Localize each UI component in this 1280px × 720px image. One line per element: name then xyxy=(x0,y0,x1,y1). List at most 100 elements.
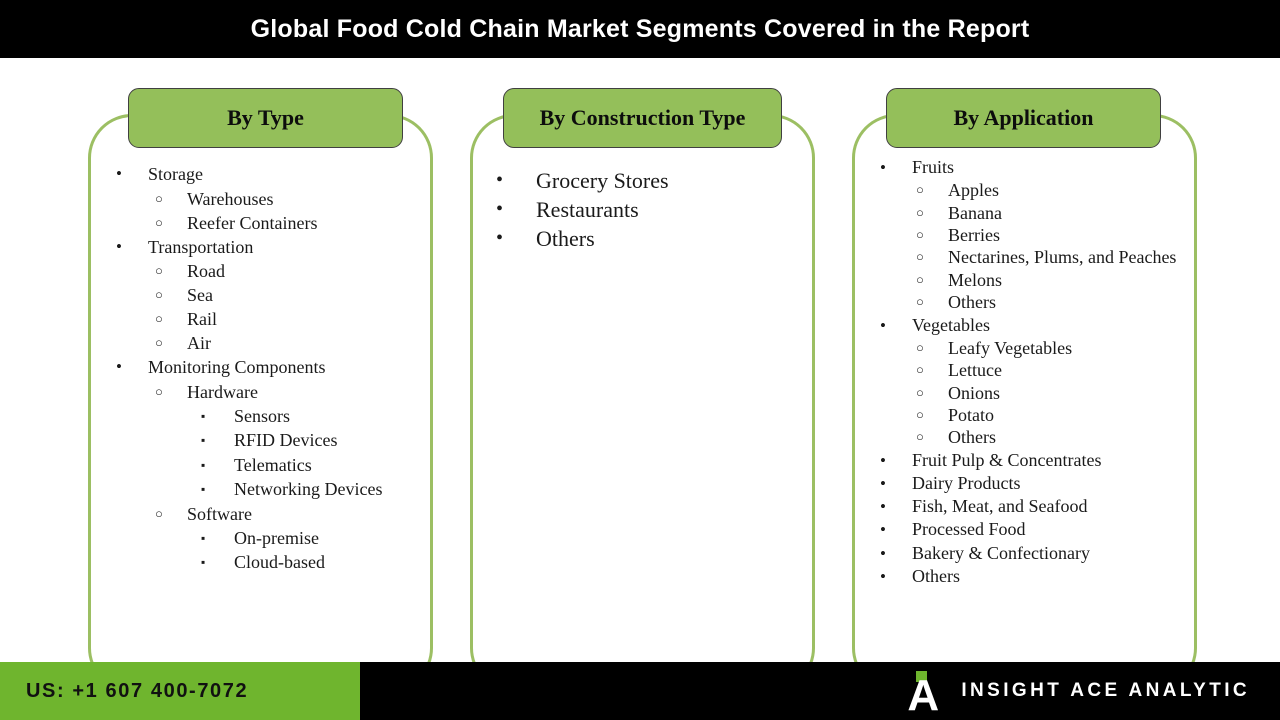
list-item: ○ Software xyxy=(105,502,425,526)
list-item: •Others xyxy=(488,224,808,253)
list-item-label: Banana xyxy=(948,202,1002,223)
list-item: ▪ Cloud-based xyxy=(105,550,425,575)
bullet-level-2-icon: ○ xyxy=(155,190,163,206)
list-item-label: Potato xyxy=(948,405,995,426)
list-item-label: Leafy Vegetables xyxy=(948,337,1073,358)
list-item: ○Others xyxy=(869,426,1194,448)
list-item-label: Air xyxy=(187,333,211,353)
list-item: ○Berries xyxy=(869,224,1194,246)
list-item-label: Storage xyxy=(148,164,203,184)
list-item: •Fruits xyxy=(869,156,1194,179)
list-item-label: Software xyxy=(187,503,252,524)
list-item-label: Fruits xyxy=(912,157,955,177)
list-item: •Fruit Pulp & Concentrates xyxy=(869,449,1194,472)
bullet-level-2-icon: ○ xyxy=(155,214,163,230)
bullet-level-2-icon: ○ xyxy=(916,429,924,445)
logo-green-square-icon xyxy=(916,671,928,682)
bullet-level-3-icon: ▪ xyxy=(201,408,206,423)
bullet-level-2-icon: ○ xyxy=(916,204,924,220)
bullet-level-2-icon: ○ xyxy=(916,182,924,198)
list-item-label: Cloud-based xyxy=(234,552,325,572)
list-item: •Dairy Products xyxy=(869,472,1194,495)
segment-header-label: By Construction Type xyxy=(539,105,746,130)
bullet-level-3-icon: ▪ xyxy=(201,433,206,447)
list-item: ○Onions xyxy=(869,382,1194,404)
list-item-label: Bakery & Confectionary xyxy=(912,542,1090,563)
list-item: ○Melons xyxy=(869,269,1194,291)
bullet-level-2-icon: ○ xyxy=(155,263,163,278)
bullet-level-2-icon: ○ xyxy=(155,505,163,521)
bullet-level-1-icon: • xyxy=(116,357,122,376)
segment-header-label: By Type xyxy=(227,105,304,130)
bullet-level-3-icon: ▪ xyxy=(201,457,206,472)
list-item: • Bakery & Confectionary xyxy=(869,542,1194,565)
list-item-label: Networking Devices xyxy=(234,479,383,499)
bullet-level-2-icon: ○ xyxy=(155,383,163,399)
list-item-label: Fish, Meat, and Seafood xyxy=(912,496,1088,517)
list-item-label: Rail xyxy=(187,309,217,329)
page-title: Global Food Cold Chain Market Segments C… xyxy=(250,14,1030,43)
bullet-level-1-icon: • xyxy=(880,450,886,470)
list-item: ○Hardware xyxy=(105,380,425,404)
bullet-level-1-icon: • xyxy=(880,543,886,563)
list-item: • Fish, Meat, and Seafood xyxy=(869,495,1194,518)
list-item-label: Vegetables xyxy=(912,314,990,335)
bullet-level-1-icon: • xyxy=(880,497,886,517)
brand-name-label: INSIGHT ACE ANALYTIC xyxy=(961,680,1250,701)
footer-phone-number[interactable]: US: +1 607 400-7072 xyxy=(26,679,249,702)
list-item: • Vegetables xyxy=(869,314,1194,337)
bullet-level-2-icon: ○ xyxy=(155,335,163,350)
bullet-level-1-icon: • xyxy=(880,315,886,335)
list-item: ▪On-premise xyxy=(105,526,425,551)
segment-list-by-application: •Fruits○Apples○Banana○Berries○Nectarines… xyxy=(869,156,1194,588)
bullet-level-2-icon: ○ xyxy=(155,311,163,326)
list-item-label: Monitoring Components xyxy=(148,357,326,377)
segment-header-by-type: By Type xyxy=(128,88,403,148)
bullet-level-2-icon: ○ xyxy=(916,339,924,355)
segment-header-label: By Application xyxy=(953,105,1094,130)
title-bar: Global Food Cold Chain Market Segments C… xyxy=(0,0,1280,58)
list-item-label: Melons xyxy=(948,269,1002,290)
bullet-level-2-icon: ○ xyxy=(155,287,163,302)
segment-list-by-type: • Storage ○ Warehouses ○ Reefer Containers•Tr… xyxy=(105,162,425,575)
list-item: •Processed Food xyxy=(869,518,1194,541)
bullet-level-1-icon: • xyxy=(496,169,504,191)
segment-card-by-construction-type xyxy=(470,114,815,692)
list-item-label: Reefer Containers xyxy=(187,212,318,233)
bullet-level-2-icon: ○ xyxy=(916,407,924,423)
list-item: ○ Potato xyxy=(869,404,1194,426)
list-item: ○ Air xyxy=(105,331,425,355)
list-item: ○ Rail xyxy=(105,307,425,331)
list-item: •Transportation xyxy=(105,235,425,260)
list-item: •Others xyxy=(869,565,1194,588)
bullet-level-1-icon: • xyxy=(116,164,122,183)
list-item-label: Others xyxy=(948,292,996,313)
list-item-label: Sensors xyxy=(234,405,291,426)
bullet-level-3-icon: ▪ xyxy=(201,482,206,496)
list-item: ○Lettuce xyxy=(869,359,1194,381)
logo-letter: A xyxy=(907,671,939,720)
list-item: ○Sea xyxy=(105,283,425,307)
bullet-level-1-icon: • xyxy=(116,236,122,256)
bullet-level-2-icon: ○ xyxy=(916,249,924,265)
list-item: ○Others xyxy=(869,291,1194,313)
list-item: ○ Nectarines, Plums, and Peaches xyxy=(869,246,1194,268)
list-item: • Monitoring Components xyxy=(105,355,425,380)
list-item: ○Road xyxy=(105,259,425,283)
list-item: ○ Reefer Containers xyxy=(105,211,425,235)
list-item-label: Restaurants xyxy=(536,197,639,222)
list-item-label: Others xyxy=(912,565,960,586)
list-item-label: Telematics xyxy=(234,454,312,475)
footer-bar: US: +1 607 400-7072 A INSIGHT ACE ANALYT… xyxy=(0,662,1280,720)
list-item-label: Warehouses xyxy=(187,188,274,209)
brand-logo: A INSIGHT ACE ANALYTIC xyxy=(907,662,1250,720)
bullet-level-1-icon: • xyxy=(496,227,504,249)
list-item: ○ Leafy Vegetables xyxy=(869,337,1194,359)
list-item: ○Apples xyxy=(869,179,1194,201)
bullet-level-3-icon: ▪ xyxy=(201,555,206,569)
bullet-level-1-icon: • xyxy=(880,474,886,494)
segment-header-by-construction-type: By Construction Type xyxy=(503,88,782,148)
list-item-label: Processed Food xyxy=(912,519,1026,540)
list-item-label: Nectarines, Plums, and Peaches xyxy=(948,247,1177,268)
list-item-label: Berries xyxy=(948,225,1000,246)
